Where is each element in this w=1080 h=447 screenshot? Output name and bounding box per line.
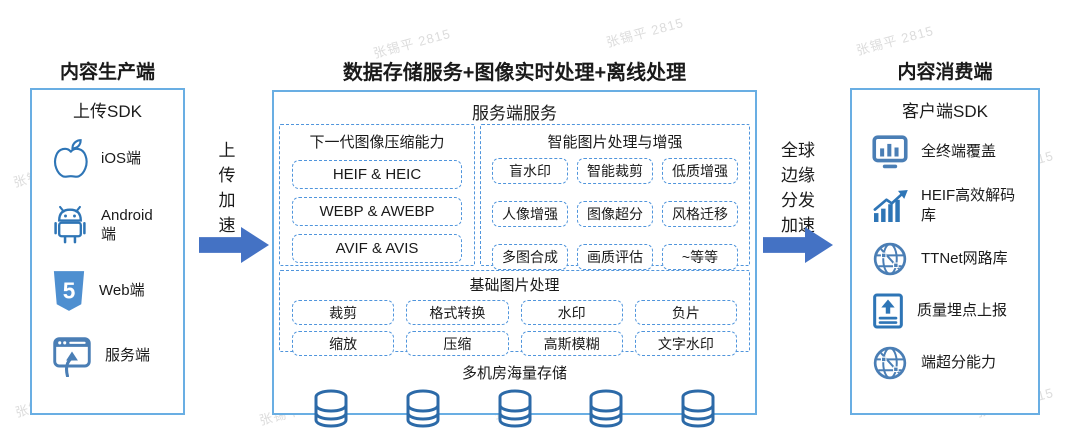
android-icon	[54, 206, 86, 244]
smart-chip: 人像增强	[492, 201, 568, 227]
server-services-panel: 服务端服务 下一代图像压缩能力 HEIF & HEIC WEBP & AWEBP…	[272, 90, 757, 428]
item-android: Android端	[52, 204, 183, 246]
html5-icon: 5	[53, 270, 85, 311]
center-title: 数据存储服务+图像实时处理+离线处理	[342, 62, 687, 84]
item-server-label: 服务端	[105, 347, 151, 365]
storage-section: 多机房海量存储	[274, 356, 755, 429]
client-sdk-header: 客户端SDK	[902, 102, 988, 121]
svg-text:5: 5	[63, 277, 76, 303]
smart-chip: 风格迁移	[662, 201, 738, 227]
globe-network-icon	[873, 242, 907, 276]
upload-accelerate-label: 上 传 加 速	[218, 141, 236, 235]
item-all-terminal-label: 全终端覆盖	[921, 143, 997, 161]
server-window-icon	[53, 337, 91, 377]
item-web-label: Web端	[99, 281, 145, 299]
compression-title: 下一代图像压缩能力	[309, 134, 445, 151]
item-all-terminal: 全终端覆盖	[872, 134, 1038, 170]
basic-chip: 负片	[634, 300, 737, 325]
smart-processing-title: 智能图片处理与增强	[547, 134, 683, 151]
basic-chip: 高斯模糊	[520, 331, 623, 356]
producer-title: 内容生产端	[59, 62, 155, 83]
codec-chip: WEBP & AWEBP	[292, 197, 462, 226]
item-ttnet-label: TTNet网路库	[921, 250, 1008, 268]
item-ttnet: TTNet网路库	[872, 241, 1038, 277]
watermark: 张锡平 2815	[854, 22, 936, 59]
compression-section: 下一代图像压缩能力 HEIF & HEIC WEBP & AWEBP AVIF …	[279, 124, 475, 266]
watermark: 张锡平 2815	[604, 14, 686, 51]
item-heif-decoder-label: HEIF高效解码库	[921, 187, 1016, 224]
growth-chart-icon	[873, 189, 908, 222]
item-super-resolution: 端超分能力	[872, 345, 1038, 381]
item-server: 服务端	[52, 335, 183, 377]
apple-icon	[53, 139, 88, 178]
report-upload-icon	[873, 293, 903, 329]
smart-chip: 画质评估	[577, 244, 653, 270]
smart-chip: ~等等	[662, 244, 738, 270]
codec-chip: AVIF & AVIS	[292, 234, 462, 263]
item-android-label: Android端	[101, 206, 153, 244]
upload-sdk-panel: 上传SDK iOS端 Android端	[30, 88, 185, 415]
edge-distribute-label: 全球 边缘 分发 加速	[781, 141, 815, 235]
smart-chip: 低质增强	[662, 158, 738, 184]
item-heif-decoder: HEIF高效解码库	[872, 186, 1038, 225]
basic-processing-title: 基础图片处理	[469, 277, 560, 294]
database-icon	[314, 389, 348, 428]
item-super-resolution-label: 端超分能力	[921, 354, 997, 372]
basic-chip: 裁剪	[292, 300, 395, 325]
globe-network-icon	[873, 346, 907, 380]
smart-chip: 智能裁剪	[577, 158, 653, 184]
client-sdk-panel: 客户端SDK 全终端覆盖	[850, 88, 1040, 415]
center-top-row: 下一代图像压缩能力 HEIF & HEIC WEBP & AWEBP AVIF …	[279, 124, 750, 270]
smart-chip: 盲水印	[492, 158, 568, 184]
smart-chip: 图像超分	[577, 201, 653, 227]
basic-chip: 压缩	[406, 331, 509, 356]
basic-processing-grid: 裁剪 格式转换 水印 负片 缩放 压缩 高斯模糊 文字水印	[280, 297, 749, 356]
upload-sdk-header: 上传SDK	[73, 102, 142, 121]
smart-chip: 多图合成	[492, 244, 568, 270]
item-ios-label: iOS端	[101, 150, 142, 168]
storage-db-row	[274, 385, 755, 429]
server-services-header: 服务端服务	[472, 104, 557, 123]
basic-chip: 格式转换	[406, 300, 509, 325]
item-ios: iOS端	[52, 138, 183, 180]
item-web: 5 Web端	[52, 270, 183, 311]
smart-processing-section: 智能图片处理与增强 盲水印 智能裁剪 低质增强 人像增强 图像超分 风格迁移 多…	[480, 124, 750, 270]
item-quality-report-label: 质量埋点上报	[917, 302, 1008, 320]
monitor-chart-icon	[872, 135, 908, 169]
database-icon	[406, 389, 440, 428]
item-quality-report: 质量埋点上报	[872, 293, 1038, 329]
basic-chip: 水印	[520, 300, 623, 325]
smart-processing-grid: 盲水印 智能裁剪 低质增强 人像增强 图像超分 风格迁移 多图合成 画质评估 ~…	[481, 154, 749, 270]
codec-chip: HEIF & HEIC	[292, 160, 462, 189]
basic-chip: 缩放	[292, 331, 395, 356]
basic-processing-section: 基础图片处理 裁剪 格式转换 水印 负片 缩放 压缩 高斯模糊 文字水印	[279, 270, 750, 356]
database-icon	[589, 389, 623, 428]
database-icon	[681, 389, 715, 428]
basic-chip: 文字水印	[634, 331, 737, 356]
consumer-items: 全终端覆盖 HEIF高效解码库	[852, 122, 1038, 399]
producer-items: iOS端 Android端 5 Web端	[32, 122, 183, 399]
database-icon	[498, 389, 531, 428]
storage-title: 多机房海量存储	[461, 365, 567, 382]
consumer-title: 内容消费端	[897, 62, 993, 83]
